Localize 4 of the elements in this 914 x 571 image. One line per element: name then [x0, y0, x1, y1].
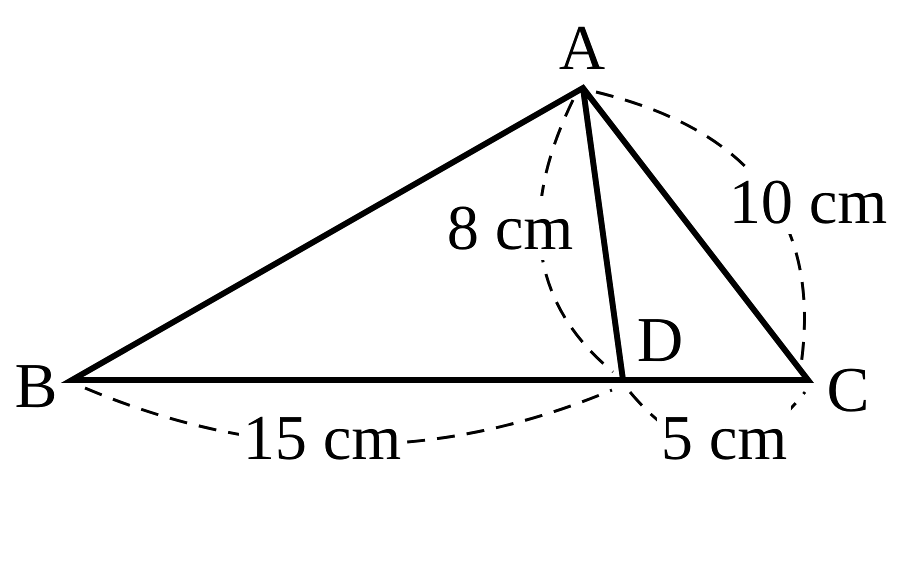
- vertex-label: B: [14, 354, 58, 418]
- vertex-label: C: [826, 358, 870, 422]
- vertex-label: A: [558, 16, 606, 80]
- vertex-label: D: [636, 308, 684, 372]
